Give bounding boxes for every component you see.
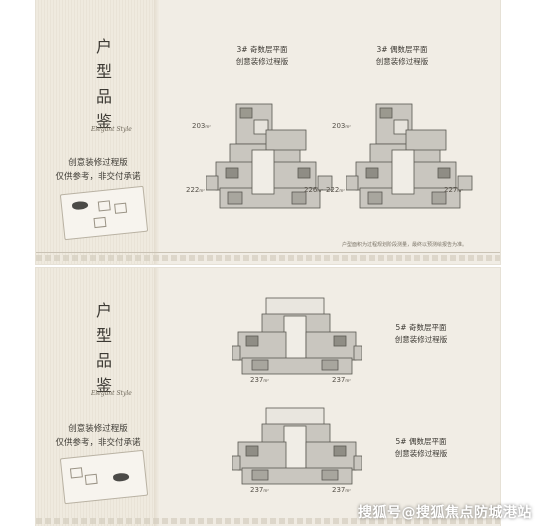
floor-plan-5-odd xyxy=(232,297,362,375)
plan-right-title: 3# 偶数层平面 创意装修过程版 xyxy=(362,44,442,68)
plan-odd-title: 5# 奇数层平面 创意装修过程版 xyxy=(380,322,462,346)
title-char: 户 xyxy=(95,37,112,56)
plan-title-line: 3# 奇数层平面 xyxy=(236,45,288,54)
floorplan-panel-3: 户 型 品 鉴 Elegant Style 创意装修过程版 仅供参考，非交付承诺… xyxy=(36,0,500,264)
divider xyxy=(36,252,500,253)
area-top-left: 203m² xyxy=(192,122,211,130)
area-top-right: 203m² xyxy=(332,122,351,130)
area-right-right: 227m² xyxy=(444,186,463,194)
area-right-left: 222m² xyxy=(326,186,345,194)
title-char: 户 xyxy=(95,301,112,320)
title-char: 鉴 xyxy=(95,376,112,395)
area-unit: m² xyxy=(345,124,351,129)
area-value: 203 xyxy=(192,122,206,130)
tagline-version: 创意装修过程版 xyxy=(68,158,128,168)
plan-title-line: 3# 偶数层平面 xyxy=(376,45,428,54)
title-char: 型 xyxy=(95,62,112,81)
script-text: Elegant Style xyxy=(91,390,132,397)
plan-title-line: 5# 偶数层平面 xyxy=(395,437,447,446)
plan-subtitle-line: 创意装修过程版 xyxy=(394,449,448,458)
side-column: 户 型 品 鉴 Elegant Style 创意装修过程版 仅供参考，非交付承诺 xyxy=(36,268,160,526)
floorplan-panel-5: 户 型 品 鉴 Elegant Style 创意装修过程版 仅供参考，非交付承诺… xyxy=(36,268,500,526)
title-char: 品 xyxy=(95,351,112,370)
area-left-left: 222m² xyxy=(186,186,205,194)
plan-subtitle-line: 创意装修过程版 xyxy=(235,57,289,66)
area-value: 237 xyxy=(332,376,346,384)
area-unit: m² xyxy=(199,188,205,193)
tagline-version: 创意装修过程版 xyxy=(68,424,128,434)
area-value: 237 xyxy=(250,376,264,384)
brochure-card-image xyxy=(59,185,149,241)
watermark: 搜狐号@搜狐焦点防城港站 xyxy=(358,505,532,521)
plan-subtitle-line: 创意装修过程版 xyxy=(375,57,429,66)
brochure-card-image xyxy=(59,449,149,505)
area-unit: m² xyxy=(345,488,351,493)
area-even-right: 237m² xyxy=(332,486,351,494)
floor-plan-5-even xyxy=(232,407,362,485)
title-char: 型 xyxy=(95,326,112,345)
area-value: 222 xyxy=(326,186,340,194)
tagline-disclaimer: 仅供参考，非交付承诺 xyxy=(55,172,141,182)
tagline-disclaimer: 仅供参考，非交付承诺 xyxy=(55,438,141,448)
area-note: 户型面积为过程规划阶段测量，最终以预测绘报告为准。 xyxy=(342,242,468,248)
area-value: 226 xyxy=(304,186,318,194)
area-unit: m² xyxy=(263,488,269,493)
area-odd-left: 237m² xyxy=(250,376,269,384)
title-char: 品 xyxy=(95,87,112,106)
fine-print-strip xyxy=(36,255,500,261)
area-unit: m² xyxy=(263,378,269,383)
area-value: 222 xyxy=(186,186,200,194)
area-unit: m² xyxy=(317,188,323,193)
fine-print-strip xyxy=(36,518,500,524)
area-unit: m² xyxy=(457,188,463,193)
floor-plan-3-even xyxy=(346,103,473,209)
area-value: 227 xyxy=(444,186,458,194)
area-odd-right: 237m² xyxy=(332,376,351,384)
plan-subtitle-line: 创意装修过程版 xyxy=(394,335,448,344)
plan-even-title: 5# 偶数层平面 创意装修过程版 xyxy=(380,436,462,460)
area-unit: m² xyxy=(345,378,351,383)
area-left-right: 226m² xyxy=(304,186,323,194)
vertical-title: 户 型 品 鉴 xyxy=(94,298,114,398)
area-even-left: 237m² xyxy=(250,486,269,494)
area-value: 237 xyxy=(332,486,346,494)
area-unit: m² xyxy=(339,188,345,193)
area-value: 203 xyxy=(332,122,346,130)
side-column: 户 型 品 鉴 Elegant Style 创意装修过程版 仅供参考，非交付承诺 xyxy=(36,0,160,264)
floor-plan-3-odd xyxy=(206,103,333,209)
area-value: 237 xyxy=(250,486,264,494)
title-char: 鉴 xyxy=(95,112,112,131)
plan-left-title: 3# 奇数层平面 创意装修过程版 xyxy=(222,44,302,68)
script-text: Elegant Style xyxy=(91,126,132,133)
area-unit: m² xyxy=(205,124,211,129)
plan-title-line: 5# 奇数层平面 xyxy=(395,323,447,332)
vertical-title: 户 型 品 鉴 xyxy=(94,34,114,134)
